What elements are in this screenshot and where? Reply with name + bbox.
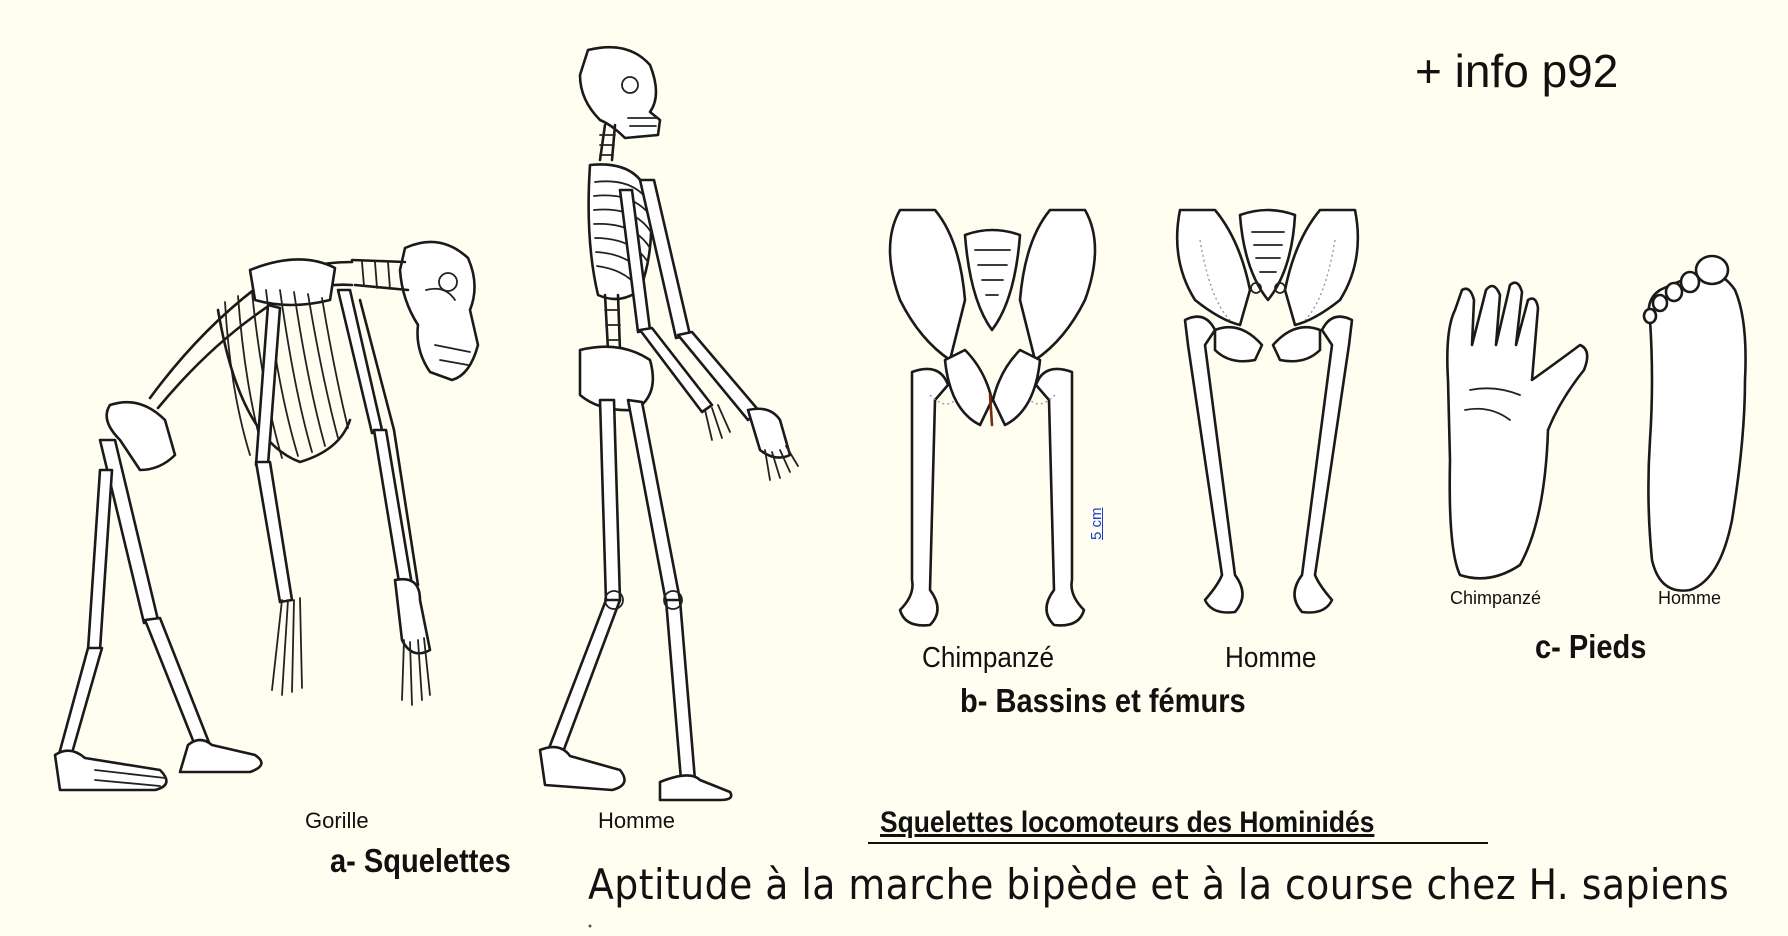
chimp-pelvis-label: Chimpanzé — [922, 642, 1054, 675]
human-skeleton-label: Homme — [598, 808, 675, 834]
human-foot-drawing — [1644, 256, 1746, 591]
human-foot-label: Homme — [1658, 588, 1721, 609]
info-note: + info p92 — [1415, 44, 1618, 98]
human-skeleton-drawing — [540, 47, 798, 800]
human-pelvis-femurs-drawing — [1177, 210, 1358, 613]
chimp-pelvis-femurs-drawing — [890, 210, 1095, 625]
panel-a-label: a- Squelettes — [330, 842, 511, 880]
figure-subtitle: Aptitude à la marche bipède et à la cour… — [588, 860, 1729, 909]
human-pelvis-label: Homme — [1225, 642, 1316, 675]
chimp-foot-label: Chimpanzé — [1450, 588, 1541, 609]
stray-dot — [589, 925, 592, 928]
gorilla-label: Gorille — [305, 808, 369, 834]
panel-b-label: b- Bassins et fémurs — [960, 682, 1246, 720]
scale-bar-label: 5 cm — [1088, 507, 1105, 540]
gorilla-skeleton-drawing — [55, 242, 478, 790]
figure-title: Squelettes locomoteurs des Hominidés — [880, 806, 1374, 840]
panel-c-label: c- Pieds — [1535, 628, 1646, 666]
chimp-foot-drawing — [1447, 283, 1587, 579]
